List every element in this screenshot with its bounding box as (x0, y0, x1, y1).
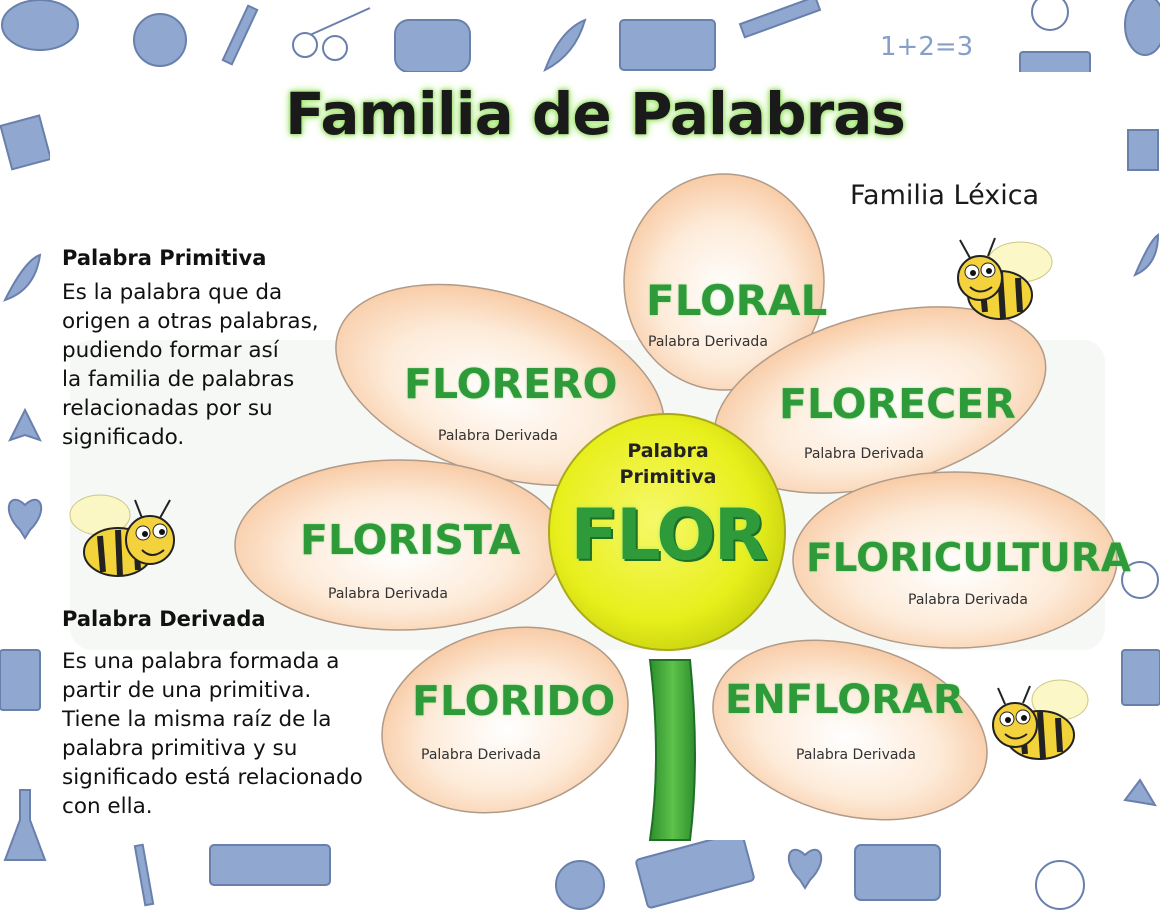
center-label-line1: Palabra (627, 440, 709, 462)
books-doodle-icon-left (0, 649, 41, 711)
apple-doodle-icon-bottom (555, 860, 605, 910)
books-doodle-icon (619, 19, 716, 71)
laptop-doodle-icon (635, 831, 755, 909)
petal-word-enflorar: ENFLORAR (725, 677, 964, 723)
derived-definition-text: Es una palabra formada a partir de una p… (62, 647, 363, 821)
palette-doodle-icon-right (1124, 0, 1160, 56)
petal-florido (381, 626, 629, 814)
petal-type-enflorar: Palabra Derivada (796, 747, 916, 763)
flower-center (548, 413, 786, 651)
books-doodle-icon-bottom (209, 844, 331, 886)
flower-stem (648, 659, 696, 841)
set-square-doodle-icon (0, 114, 53, 171)
heart-doodle-icon-bottom (787, 848, 823, 890)
books-doodle-icon-right (1121, 649, 1160, 706)
primitive-definition-heading: Palabra Primitiva (62, 246, 267, 270)
definition-line: origen a otras palabras, (62, 309, 319, 334)
definition-line: la familia de palabras (62, 367, 295, 392)
petal-type-floricultura: Palabra Derivada (908, 592, 1028, 608)
pencil-doodle-icon-bottom (133, 843, 155, 907)
definition-line: significado. (62, 425, 185, 450)
maple-doodle-icon-right (1123, 778, 1157, 807)
petal-word-floricultura: FLORICULTURA (806, 536, 1131, 581)
apple-doodle-icon (133, 13, 187, 67)
petal-word-florido: FLORIDO (412, 677, 616, 725)
leaf-doodle-icon-right (1133, 233, 1160, 277)
page-title: Familia de Palabras (285, 80, 906, 148)
scissors-doodle-icon (292, 7, 371, 61)
definition-line: pudiendo formar así (62, 338, 279, 363)
flask-doodle-icon (3, 789, 47, 861)
petal-word-florero: FLORERO (404, 360, 618, 408)
atom-doodle-icon-bottom (1035, 860, 1085, 910)
definition-line: partir de una primitiva. (62, 678, 312, 703)
petal-type-florido: Palabra Derivada (421, 747, 541, 763)
petal-word-florecer: FLORECER (779, 380, 1016, 428)
bee-top-right-icon (957, 237, 1053, 320)
atom-doodle-icon (1031, 0, 1069, 31)
derived-definition-heading: Palabra Derivada (62, 607, 266, 631)
ruler-doodle-icon (738, 0, 822, 39)
definition-line: con ella. (62, 794, 153, 819)
center-word-flor: FLOR (570, 494, 767, 576)
leaf-doodle-icon (543, 18, 587, 73)
petal-type-florero: Palabra Derivada (438, 428, 558, 444)
set-square-doodle-icon-right (1127, 129, 1159, 171)
puzzle-doodle-icon (854, 844, 941, 901)
definition-line: significado está relacionado (62, 765, 363, 790)
bee-left-icon (69, 494, 175, 577)
page-subtitle: Familia Léxica (850, 180, 1040, 211)
petal-type-florecer: Palabra Derivada (804, 446, 924, 462)
atom-doodle-icon-right (1121, 561, 1159, 599)
petal-floral (623, 173, 825, 391)
bee-bottom-right-icon (992, 679, 1089, 760)
palette-doodle-icon (1, 0, 79, 51)
center-label-line2: Primitiva (619, 466, 717, 488)
math-doodle-icon: 1+2=3 (880, 32, 973, 62)
definition-line: Tiene la misma raíz de la (62, 707, 332, 732)
pencil-doodle-icon (221, 4, 259, 66)
definition-line: relacionadas por su (62, 396, 273, 421)
petal-type-floral: Palabra Derivada (648, 334, 768, 350)
maple-doodle-icon (8, 407, 42, 442)
petal-word-floral: FLORAL (646, 276, 828, 325)
heart-doodle-icon (7, 498, 43, 540)
petal-floricultura (792, 471, 1118, 649)
petal-enflorar (712, 639, 988, 821)
leaf-doodle-icon-left (3, 253, 42, 302)
primitive-definition-text: Es la palabra que da origen a otras pala… (62, 278, 319, 452)
center-label: Palabra Primitiva (598, 438, 738, 490)
definition-line: palabra primitiva y su (62, 736, 298, 761)
petal-type-florista: Palabra Derivada (328, 586, 448, 602)
definition-line: Es la palabra que da (62, 280, 283, 305)
petal-word-florista: FLORISTA (300, 516, 521, 564)
definition-line: Es una palabra formada a (62, 649, 340, 674)
